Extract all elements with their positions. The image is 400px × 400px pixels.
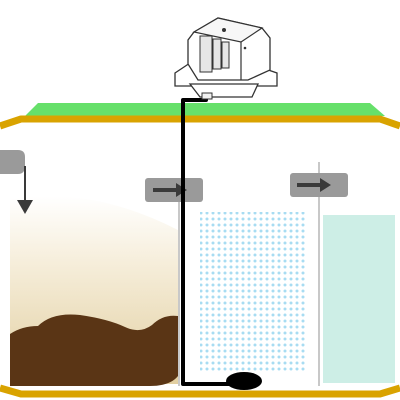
diffuser-icon [226,372,262,390]
flow-arrow-1 [145,178,203,202]
flow-arrow-2 [290,173,348,197]
aeration-bubbles [200,212,307,372]
inlet-pipe-icon [0,150,25,174]
air-pump-icon [174,17,278,100]
sludge-layer [10,314,178,386]
treated-water [323,215,395,383]
ground-surface [25,103,385,116]
tank-outline [0,115,400,398]
down-arrow-icon [17,200,33,214]
